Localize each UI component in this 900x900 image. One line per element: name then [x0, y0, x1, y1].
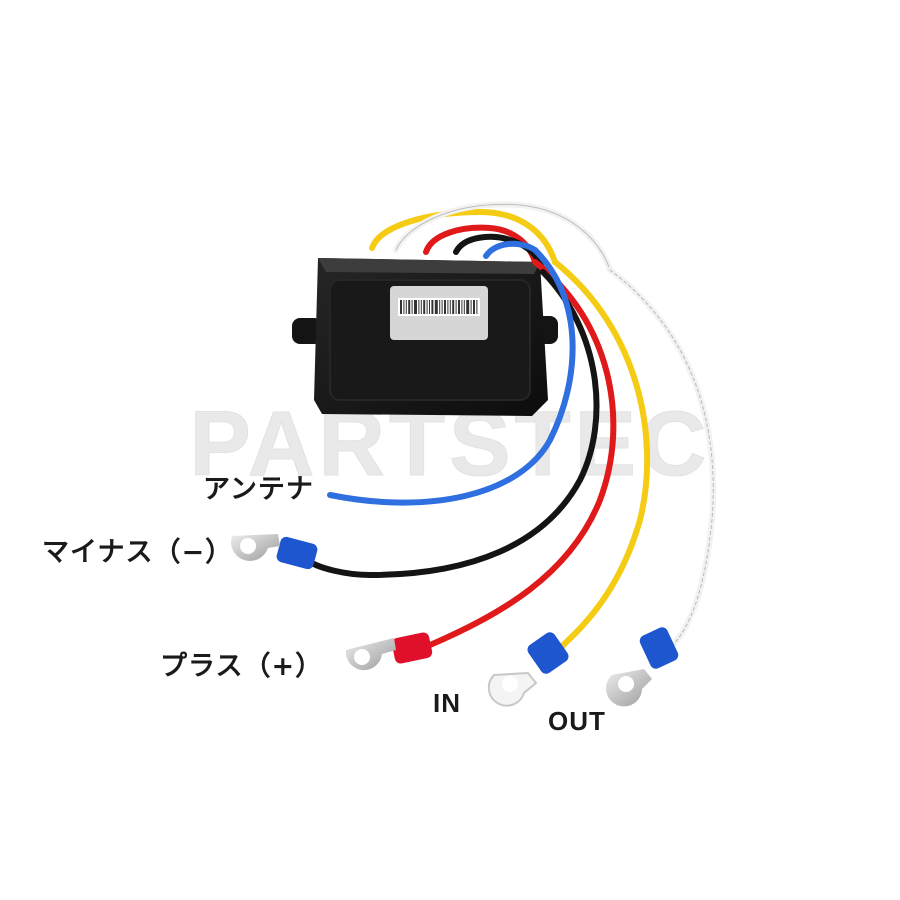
terminal-plus [345, 632, 433, 671]
label-in: IN [433, 688, 461, 718]
label-antenna: アンテナ [203, 474, 314, 505]
terminal-out [606, 627, 679, 707]
wire-in [552, 259, 651, 651]
label-out: OUT [548, 706, 606, 736]
wire-minus [307, 269, 600, 579]
wires-hanging [307, 247, 717, 653]
label-minus: マイナス（−） [42, 537, 234, 568]
wire-antenna [327, 247, 576, 506]
terminal-in [487, 632, 569, 707]
label-plus: プラス（+） [160, 651, 324, 682]
wire-loops-top [369, 201, 613, 275]
control-box [292, 258, 558, 416]
wire-plus [427, 259, 617, 648]
barcode-sticker [390, 286, 488, 340]
terminal-minus [231, 534, 318, 570]
